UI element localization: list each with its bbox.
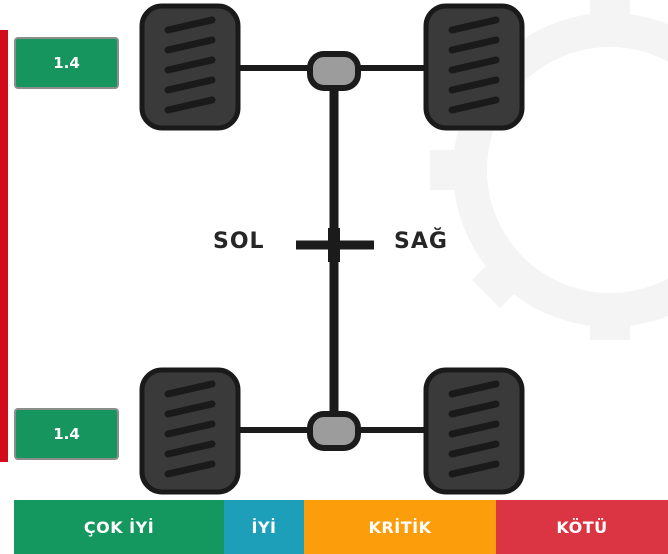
front-right-tire	[426, 6, 522, 128]
front-hub	[307, 51, 361, 91]
legend-critical: KRİTİK	[304, 500, 496, 554]
rear-hub	[307, 411, 361, 451]
rear-right-tire	[426, 370, 522, 492]
front-left-value: 1.4	[14, 37, 119, 89]
right-side-label: SAĞ	[394, 229, 448, 254]
status-indicator-bar	[0, 30, 8, 462]
legend-very-good: ÇOK İYİ	[14, 500, 224, 554]
legend-good: İYİ	[224, 500, 304, 554]
rear-left-value: 1.4	[14, 408, 119, 460]
status-legend: ÇOK İYİ İYİ KRİTİK KÖTÜ	[14, 500, 668, 554]
axle-diagram	[0, 0, 668, 500]
rear-left-tire	[142, 370, 238, 492]
legend-bad: KÖTÜ	[496, 500, 668, 554]
left-side-label: SOL	[213, 229, 265, 254]
front-left-tire	[142, 6, 238, 128]
